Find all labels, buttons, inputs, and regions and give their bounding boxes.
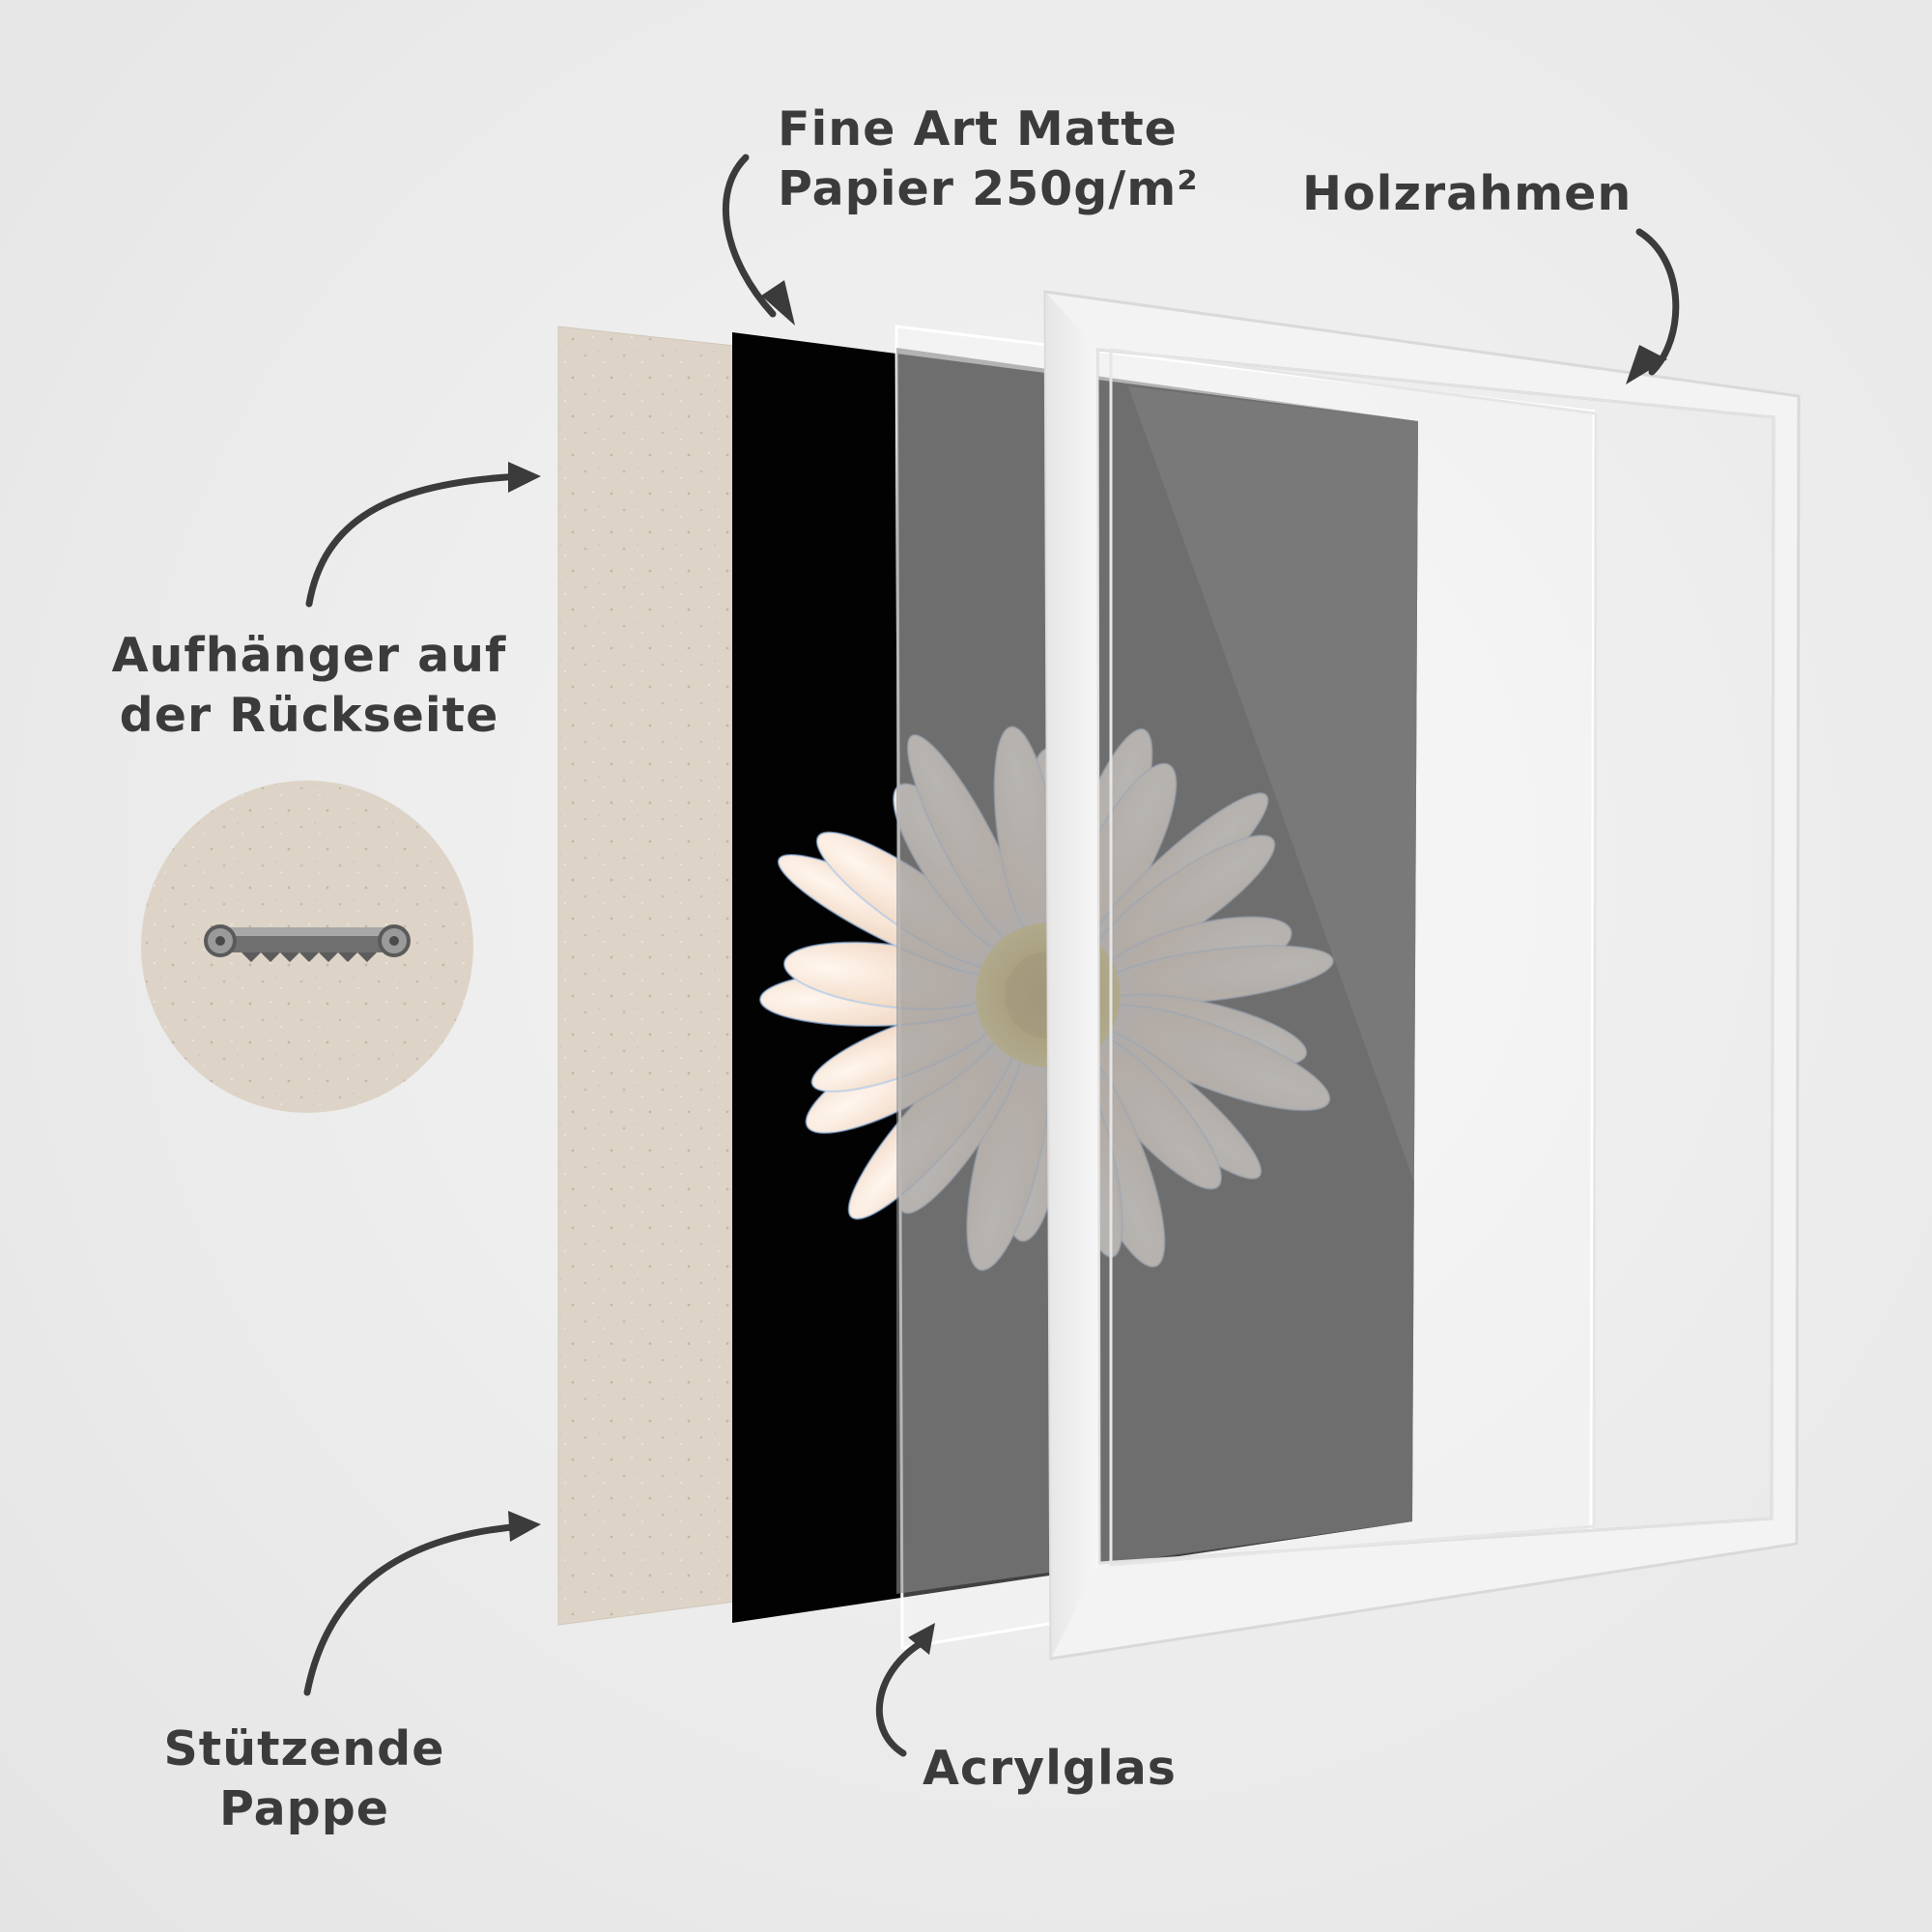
label-wooden-frame-text: Holzrahmen (1302, 166, 1633, 221)
label-acrylic-glass-text: Acrylglas (923, 1741, 1177, 1796)
hanger-detail-circle (141, 781, 473, 1113)
label-fine-art-paper-line1: Fine Art Matte (778, 101, 1178, 156)
acrylic-glass (895, 325, 1596, 1650)
label-cardboard-line2: Pappe (218, 1781, 390, 1836)
label-cardboard-line1: Stützende (163, 1721, 445, 1776)
sawtooth-hanger-icon (204, 924, 411, 962)
label-cardboard: Stützende Pappe (116, 1719, 493, 1839)
wooden-frame (1043, 290, 1801, 1661)
label-wooden-frame: Holzrahmen (1302, 164, 1632, 224)
label-fine-art-paper-line2: Papier 250g/m² (778, 161, 1199, 216)
label-hanger: Aufhänger auf der Rückseite (58, 626, 560, 746)
arrowhead-icon (1626, 345, 1667, 384)
arrowhead-icon (508, 1511, 541, 1542)
curved-arrow-icon (303, 1522, 526, 1696)
label-fine-art-paper: Fine Art Matte Papier 250g/m² (778, 99, 1199, 219)
label-hanger-line2: der Rückseite (119, 688, 499, 743)
cardboard-backing (557, 326, 735, 1626)
label-acrylic-glass: Acrylglas (923, 1739, 1177, 1799)
arrowhead-icon (908, 1623, 935, 1655)
curved-arrow-icon (722, 154, 777, 318)
arrowhead-icon (761, 280, 795, 326)
curved-arrow-icon (875, 1638, 926, 1757)
arrowhead-icon (508, 462, 541, 493)
label-hanger-line1: Aufhänger auf (111, 628, 507, 683)
curved-arrow-icon (305, 472, 526, 608)
